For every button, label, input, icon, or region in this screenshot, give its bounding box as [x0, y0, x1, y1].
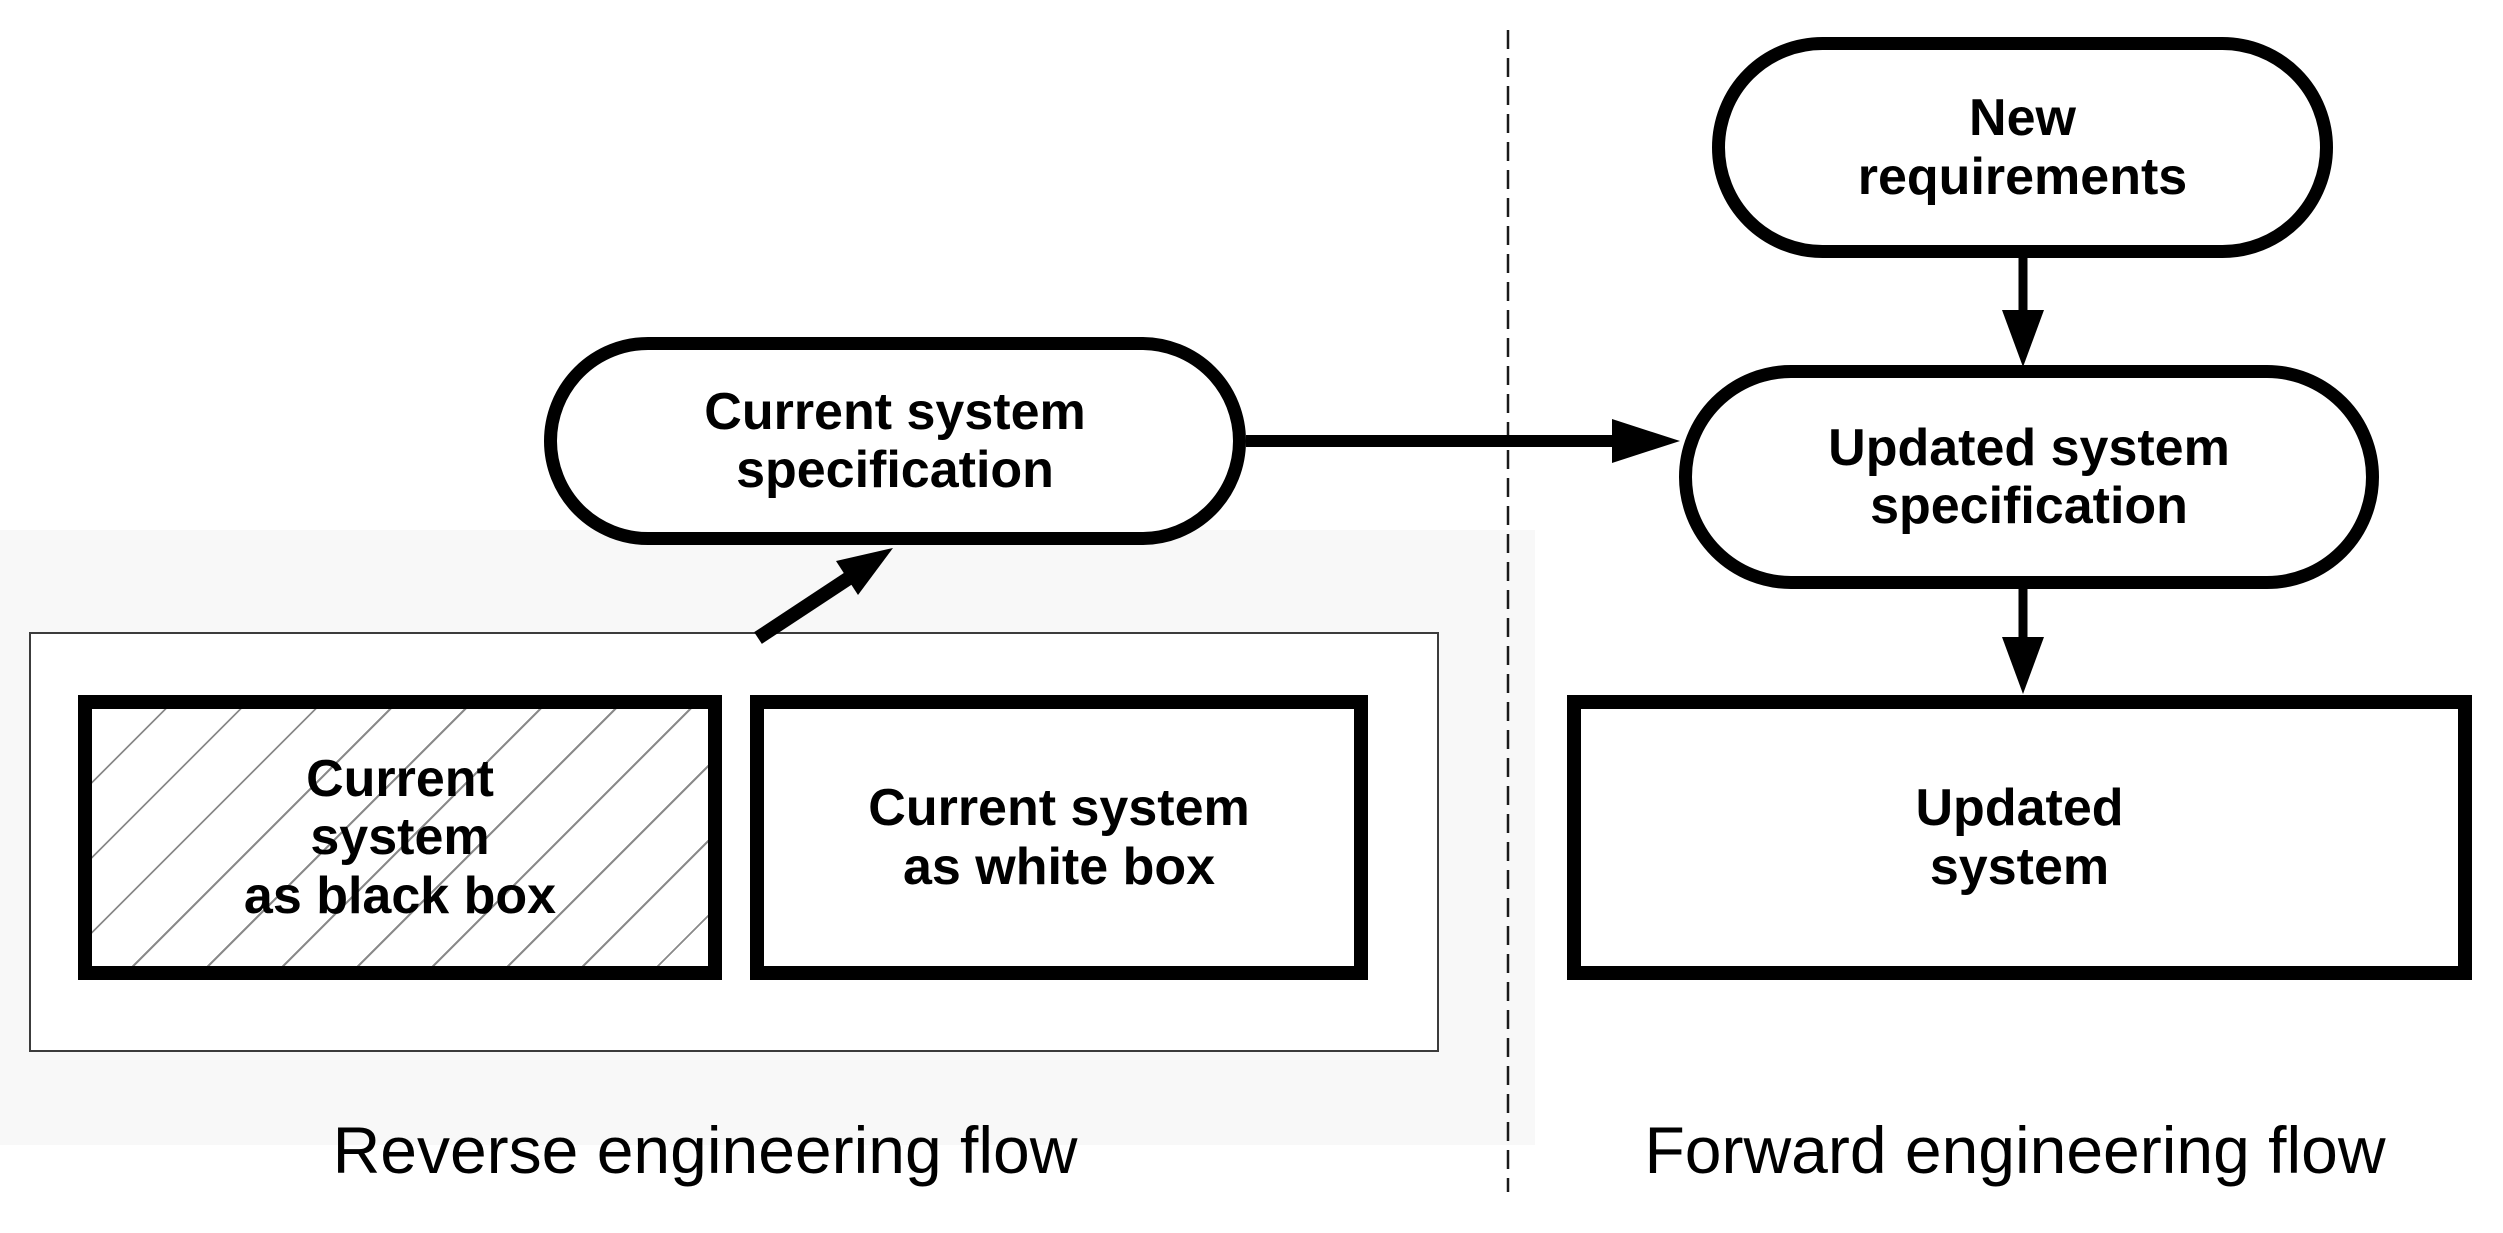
updated-system-specification-label: Updated system specification — [1828, 418, 2230, 535]
new-requirements-label: New requirements — [1857, 89, 2188, 206]
updated-system-node: Updated system — [1567, 695, 2472, 980]
arrow-updated-spec-to-updated-system — [2002, 586, 2044, 694]
current-system-specification-label: Current system specification — [704, 382, 1086, 499]
current-system-specification-node: Current system specification — [544, 337, 1246, 545]
current-system-white-box-label: Current system as white box — [868, 779, 1250, 896]
current-system-black-box-node: Current system as black box — [78, 695, 722, 980]
forward-engineering-flow-label: Forward engineering flow — [1644, 1113, 2386, 1187]
new-requirements-node: New requirements — [1712, 37, 2333, 258]
updated-system-specification-node: Updated system specification — [1679, 365, 2379, 589]
reverse-engineering-flow-label: Reverse engineering flow — [332, 1113, 1078, 1187]
arrow-spec-to-updated-spec — [1246, 419, 1680, 463]
updated-system-label: Updated system — [1915, 779, 2124, 896]
current-system-black-box-label: Current system as black box — [243, 750, 557, 925]
current-system-white-box-node: Current system as white box — [750, 695, 1368, 980]
arrow-new-req-to-updated-spec — [2002, 255, 2044, 367]
